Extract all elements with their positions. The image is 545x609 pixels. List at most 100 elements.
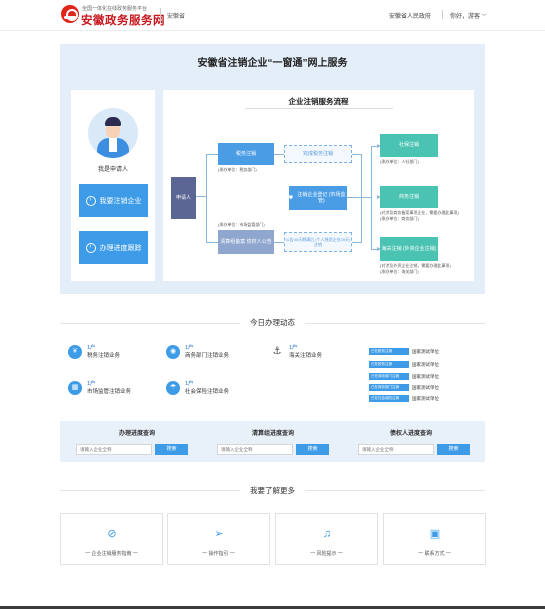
customs-node: 海关注销 (外资企业注销) xyxy=(380,237,438,261)
stat-label: 社会保险注销业务 xyxy=(185,388,230,395)
footer-bar xyxy=(0,606,545,609)
operation-guide-card[interactable]: ➢ 一 操作指引 一 xyxy=(167,513,270,565)
stat-label: 市场监管注销业务 xyxy=(87,388,132,395)
tax-node-label: 税务注销 xyxy=(235,150,256,157)
shield-icon: ⛊ xyxy=(289,194,293,201)
social-node: 社保注销 xyxy=(380,134,438,157)
tax-unit-note: (承办单位：税务部门) xyxy=(218,167,257,172)
ticker-tag: 已在商务部门注销 xyxy=(369,373,409,380)
ticker-name: 国家测试单位 xyxy=(412,361,439,367)
risk-notice-card[interactable]: ♫ 一 风险提示 一 xyxy=(275,513,378,565)
section-divider xyxy=(60,323,240,324)
hero-title: 安徽省注销企业“一窗通”网上服务 xyxy=(197,58,348,69)
chevron-down-icon: ﹀ xyxy=(481,14,487,20)
umbrella-icon: ☂ xyxy=(166,381,180,395)
stat-label: 税务注销业务 xyxy=(87,352,121,359)
social-unit-note: (承办单位：人社部门) xyxy=(380,159,419,164)
query-band xyxy=(60,421,485,462)
flow-title: 企业注销服务流程 xyxy=(288,97,349,106)
progress-search-button[interactable]: 搜索 xyxy=(155,444,188,455)
more-title: 我要了解更多 xyxy=(250,486,295,495)
logo-title[interactable]: 安徽政务服务网 xyxy=(81,15,165,27)
creditor-query-title: 债权人进度查询 xyxy=(389,431,432,437)
cancel-enterprise-button[interactable]: › 我要注销企业 xyxy=(79,184,148,217)
ticker-row[interactable]: 已在商务部门注销国家测试单位 xyxy=(369,373,439,380)
anchor-icon: ⚓ xyxy=(272,346,282,357)
ticker-tag: 已在税务注销 xyxy=(369,348,409,355)
commerce-node-label: 商务注销 xyxy=(398,193,419,200)
ticker-name: 国家测试单位 xyxy=(412,373,439,379)
province-switch[interactable]: 安徽省 xyxy=(167,14,186,20)
connector xyxy=(347,197,362,198)
paper-plane-icon: ➢ xyxy=(214,528,224,540)
ticker-name: 国家测试单位 xyxy=(412,348,439,354)
stat-social: ☂ 1户社会保险注销业务 xyxy=(166,381,229,397)
liquidation-query-input[interactable] xyxy=(217,444,293,455)
contact-card[interactable]: ▣ 一 联系方式 一 xyxy=(383,513,486,565)
contact-icon: ▣ xyxy=(429,528,441,540)
stat-commerce: ◉ 1户商务部门注销业务 xyxy=(166,345,229,361)
section-divider xyxy=(305,490,485,491)
cancel-enterprise-label: 我要注销企业 xyxy=(99,197,142,205)
tax-done-step: 完成税务注销 xyxy=(284,145,352,163)
applicant-label: 我是申请人 xyxy=(97,167,128,173)
ticker-tag: 已在商务部门注销 xyxy=(369,384,409,391)
connector xyxy=(352,242,361,243)
today-title: 今日办理动态 xyxy=(250,318,295,327)
progress-query-input[interactable] xyxy=(76,444,152,455)
liquidation-search-button[interactable]: 搜索 xyxy=(296,444,329,455)
gov-link[interactable]: 安徽省人民政府 xyxy=(389,14,432,20)
arrow-right-icon xyxy=(377,144,381,148)
progress-track-label: 办理进度跟踪 xyxy=(99,244,142,252)
stat-label: 商务部门注销业务 xyxy=(185,352,230,359)
commerce-node: 商务注销 xyxy=(380,186,438,208)
user-menu[interactable]: 你好，游客 ﹀ xyxy=(450,11,487,20)
commerce-unit-note-1: (对涉及商务备案事项企业，需要办理此事项) xyxy=(380,210,459,215)
commerce-icon: ◉ xyxy=(166,345,180,359)
progress-query-title: 办理进度查询 xyxy=(118,431,155,437)
contact-label: 一 联系方式 一 xyxy=(418,551,451,557)
ticker-row[interactable]: 已在商务部门注销国家测试单位 xyxy=(369,384,439,391)
stat-count: 1户 xyxy=(87,381,96,387)
connector xyxy=(274,242,284,243)
ticker-tag: 已在社会保险注销 xyxy=(369,395,409,402)
liquidation-query-title: 清算组进度查询 xyxy=(251,431,294,437)
social-node-label: 社保注销 xyxy=(398,142,419,149)
guide-label: 一 企业注销服务指南 一 xyxy=(85,551,138,557)
guide-card[interactable]: ⊘ 一 企业注销服务指南 一 xyxy=(60,513,163,565)
avatar xyxy=(88,108,138,158)
header-divider-2 xyxy=(442,10,443,19)
logo-subtitle: 全国一体化在线政务服务平台 xyxy=(82,6,148,12)
header-divider xyxy=(160,8,161,23)
ticker-row[interactable]: 已在税务注销国家测试单位 xyxy=(369,361,439,368)
top-header: 全国一体化在线政务服务平台 安徽政务服务网 安徽省 安徽省人民政府 你好，游客 … xyxy=(0,0,545,31)
stat-count: 1户 xyxy=(289,345,298,351)
creditor-query-input[interactable] xyxy=(358,444,434,455)
stat-label: 海关注销业务 xyxy=(289,352,323,359)
connector xyxy=(362,197,371,198)
ticker-row[interactable]: 已在社会保险注销国家测试单位 xyxy=(369,395,439,402)
ticker-tag: 已在税务注销 xyxy=(369,361,409,368)
tax-node: 税务注销 xyxy=(218,143,274,165)
creditor-search-button[interactable]: 搜索 xyxy=(437,444,470,455)
ticker-name: 国家测试单位 xyxy=(412,384,439,390)
connector xyxy=(274,154,284,155)
risk-notice-label: 一 风险提示 一 xyxy=(310,551,343,557)
commerce-unit-note-2: (承办单位：商务部门) xyxy=(380,216,419,221)
progress-track-button[interactable]: › 办理进度跟踪 xyxy=(79,231,148,264)
flow-title-divider xyxy=(245,108,393,109)
logo-icon[interactable] xyxy=(61,5,79,23)
stat-customs: ⚓ 1户海关注销业务 xyxy=(270,345,323,361)
company-node-label: 注销企业登记 (市场监管) xyxy=(297,191,346,205)
customs-node-label: 海关注销 (外资企业注销) xyxy=(381,245,437,252)
connector xyxy=(371,146,372,250)
bell-icon: ♫ xyxy=(322,528,332,540)
announce-node-label: 清算组备案 债权人公告 xyxy=(220,238,272,245)
customs-unit-note-1: (对涉及外资企业注销，需要办理此事项) xyxy=(380,263,451,268)
connector xyxy=(371,146,377,147)
applicant-node: 申请人 xyxy=(171,177,196,219)
connector xyxy=(206,242,218,243)
arrow-right-icon xyxy=(377,247,381,251)
ticker-row[interactable]: 已在税务注销国家测试单位 xyxy=(369,348,439,355)
